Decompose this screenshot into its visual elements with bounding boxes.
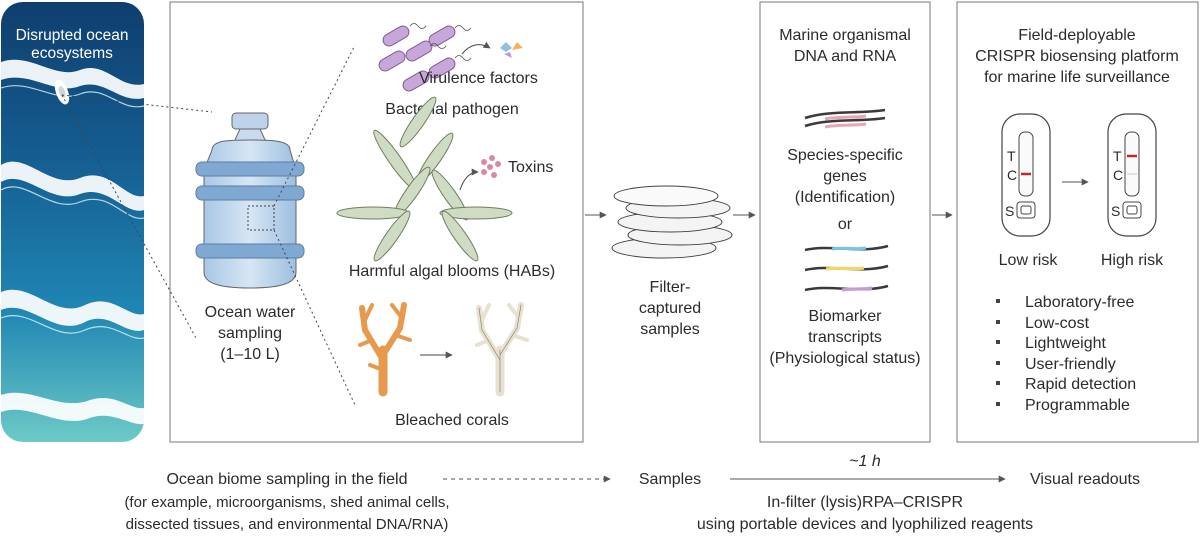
biomarker-line3: (Physiological status): [769, 350, 920, 367]
platform-title-line2: CRISPR biosensing platform: [975, 48, 1179, 65]
method-line1: In-filter (lysis)RPA–CRISPR: [767, 494, 963, 511]
feature-list: Laboratory-free Low-cost Lightweight Use…: [996, 294, 1136, 414]
field-sampling-examples-line2: dissected tissues, and environmental DNA…: [126, 516, 449, 533]
toxins-label: Toxins: [508, 159, 553, 176]
biomarker-line2: transcripts: [808, 329, 882, 346]
zoom-connector-lines: [61, 94, 213, 339]
water-sampling-line1: Ocean water: [205, 304, 296, 321]
high-strip-c-label: C: [1113, 167, 1123, 183]
low-strip-t-label: T: [1007, 148, 1016, 164]
filters-line3: samples: [640, 321, 700, 338]
dna-title-line2: DNA and RNA: [794, 48, 897, 65]
biomarker-line1: Biomarker: [809, 308, 883, 325]
water-jug-icon: [195, 112, 305, 289]
toxin-dots-icon: [481, 155, 501, 178]
water-sampling-line3: (1–10 L): [220, 346, 280, 363]
feature-item: Programmable: [1025, 397, 1130, 414]
bleached-coral-icon: [475, 302, 529, 397]
foam-waves: [1, 59, 144, 425]
dna-panel-frame: [759, 1, 931, 443]
filters-line1: Filter-: [650, 279, 691, 296]
ocean-title-line2: ecosystems: [31, 45, 113, 62]
field-sampling-label: Ocean biome sampling in the field: [166, 471, 407, 488]
genes-line2: genes: [823, 168, 867, 185]
healthy-coral-icon: [358, 302, 412, 397]
water-sampling-line2: sampling: [218, 325, 282, 342]
field-sampling-examples-line1: (for example, microorganisms, shed anima…: [124, 494, 449, 511]
filters-line2: captured: [639, 300, 701, 317]
test-strip-high-risk: [1107, 113, 1157, 237]
filter-discs-icon: [611, 185, 733, 259]
bacteria-icon: [378, 23, 523, 92]
sampling-panel-frame: [169, 1, 584, 443]
time-label: ~1 h: [849, 453, 881, 470]
low-strip-s-label: S: [1005, 203, 1014, 219]
feature-item: User-friendly: [1025, 356, 1116, 373]
low-strip-c-label: C: [1007, 167, 1017, 183]
habs-label: Harmful algal blooms (HABs): [349, 263, 555, 280]
algae-chain-icon: [336, 96, 513, 262]
platform-title-line3: for marine life surveillance: [984, 69, 1170, 86]
ocean-ecosystem-panel: Disrupted ocean ecosystems: [0, 2, 145, 442]
bleached-corals-label: Bleached corals: [395, 412, 509, 429]
jug-zoom-lines: [273, 44, 356, 406]
dna-title-line1: Marine organismal: [779, 27, 911, 44]
platform-title-line1: Field-deployable: [1018, 27, 1136, 44]
rna-transcripts-icon: [804, 244, 889, 292]
visual-readouts-label: Visual readouts: [1030, 471, 1140, 488]
ocean-title-line1: Disrupted ocean: [16, 27, 129, 44]
feature-item: Lightweight: [1025, 335, 1107, 352]
genes-line1: Species-specific: [787, 147, 903, 164]
or-label: or: [838, 216, 853, 233]
feature-item: Laboratory-free: [1025, 294, 1134, 311]
bacterial-pathogen-label: Bacterial pathogen: [385, 101, 518, 118]
method-line2: using portable devices and lyophilized r…: [697, 516, 1033, 533]
low-risk-label: Low risk: [999, 252, 1059, 269]
genes-line3: (Identification): [795, 189, 896, 206]
high-strip-t-label: T: [1113, 148, 1122, 164]
high-risk-label: High risk: [1101, 252, 1164, 269]
feature-item: Rapid detection: [1025, 376, 1136, 393]
virulence-factors-label: Virulence factors: [419, 70, 538, 87]
feature-item: Low-cost: [1025, 315, 1090, 332]
dna-double-strand-icon: [804, 108, 886, 129]
platform-panel-frame: [956, 1, 1199, 443]
toxin-arrow: [459, 168, 479, 191]
high-strip-s-label: S: [1111, 203, 1120, 219]
samples-label: Samples: [639, 471, 701, 488]
test-strip-low-risk: [1001, 113, 1051, 237]
